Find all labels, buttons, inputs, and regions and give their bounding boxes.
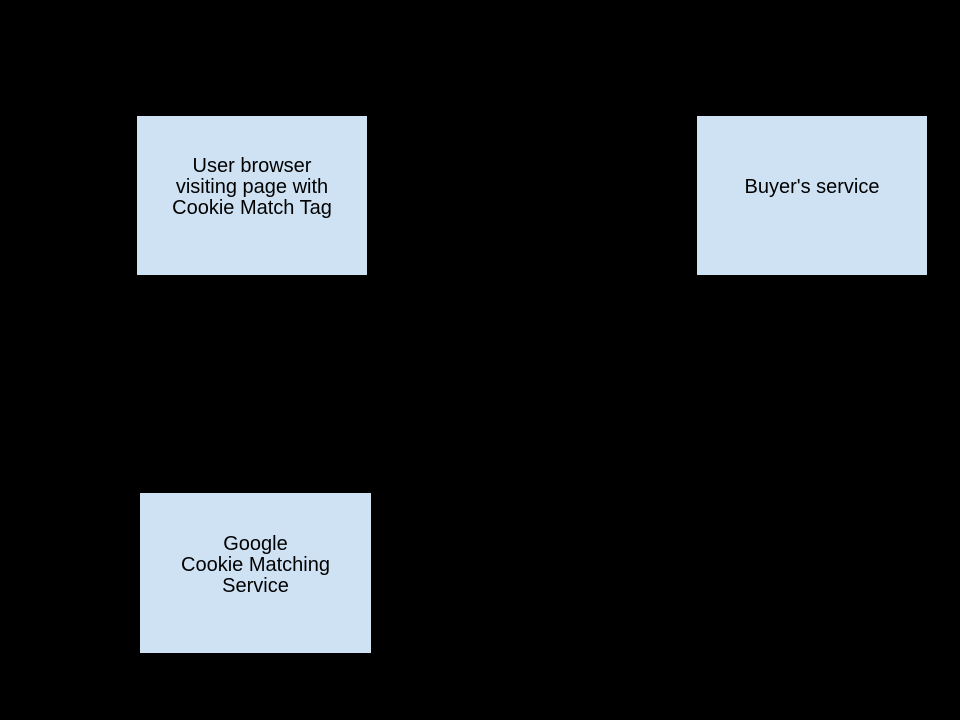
node-label-line: Service: [222, 574, 289, 597]
node-buyers-service: Buyer's service: [696, 115, 928, 276]
node-user-browser: User browser visiting page with Cookie M…: [136, 115, 368, 276]
node-buyers-service-label: Buyer's service: [745, 177, 880, 198]
node-google-cms-label: Google Cookie Matching Service: [181, 532, 330, 597]
node-label-line: User browser: [192, 155, 312, 177]
node-label-line: Cookie Match Tag: [172, 197, 332, 219]
node-user-browser-label: User browser visiting page with Cookie M…: [172, 156, 332, 219]
node-label-line: Buyer's service: [744, 176, 880, 198]
node-label-line: visiting page with: [175, 176, 329, 198]
node-google-cookie-matching-service: Google Cookie Matching Service: [139, 492, 372, 654]
node-label-line: Cookie Matching: [181, 553, 330, 576]
node-label-line: Google: [223, 532, 288, 555]
